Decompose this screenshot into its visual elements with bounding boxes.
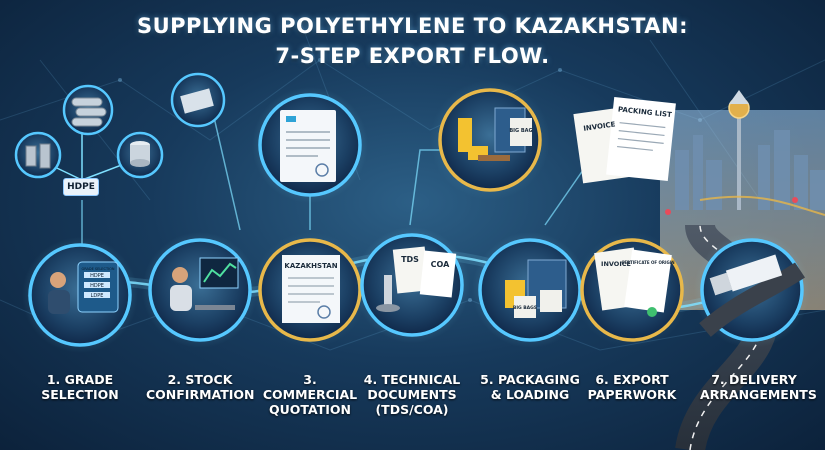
infographic-title-line-2: 7-STEP EXPORT FLOW.	[275, 44, 550, 68]
material-cluster	[14, 84, 164, 181]
step-5-label: 5. PACKAGING& LOADING	[480, 372, 580, 402]
roll-circle	[170, 72, 226, 128]
lower-step-circles	[22, 227, 810, 353]
quotation-title-text: KAZAKHSTAN	[284, 262, 337, 270]
screen-row-1-text: HDPE	[90, 273, 104, 279]
upper-quotation-circle	[252, 87, 368, 203]
coa-doc-text: COA	[431, 260, 450, 269]
upper-documents	[573, 96, 676, 184]
certificate-text: CERTIFICATE OF ORIGIN	[621, 260, 674, 265]
upper-big-bag-text: BIG BAG	[509, 128, 532, 134]
screen-row-3-text: LDPE	[91, 293, 104, 299]
screen-row-2-text: HDPE	[90, 283, 104, 289]
infographic-title-line-1: SUPPLYING POLYETHYLENE TO KAZAKHSTAN:	[136, 14, 689, 38]
hdpe-tag: HDPE	[63, 178, 99, 196]
upper-loading-circle	[430, 80, 550, 200]
screen-header-text: GRADE SELECTION	[82, 267, 115, 271]
export-invoice-text: INVOICE	[601, 260, 631, 268]
tds-doc-text: TDS	[401, 255, 419, 264]
big-bag-lower-text: BIG BAGS	[513, 305, 537, 311]
